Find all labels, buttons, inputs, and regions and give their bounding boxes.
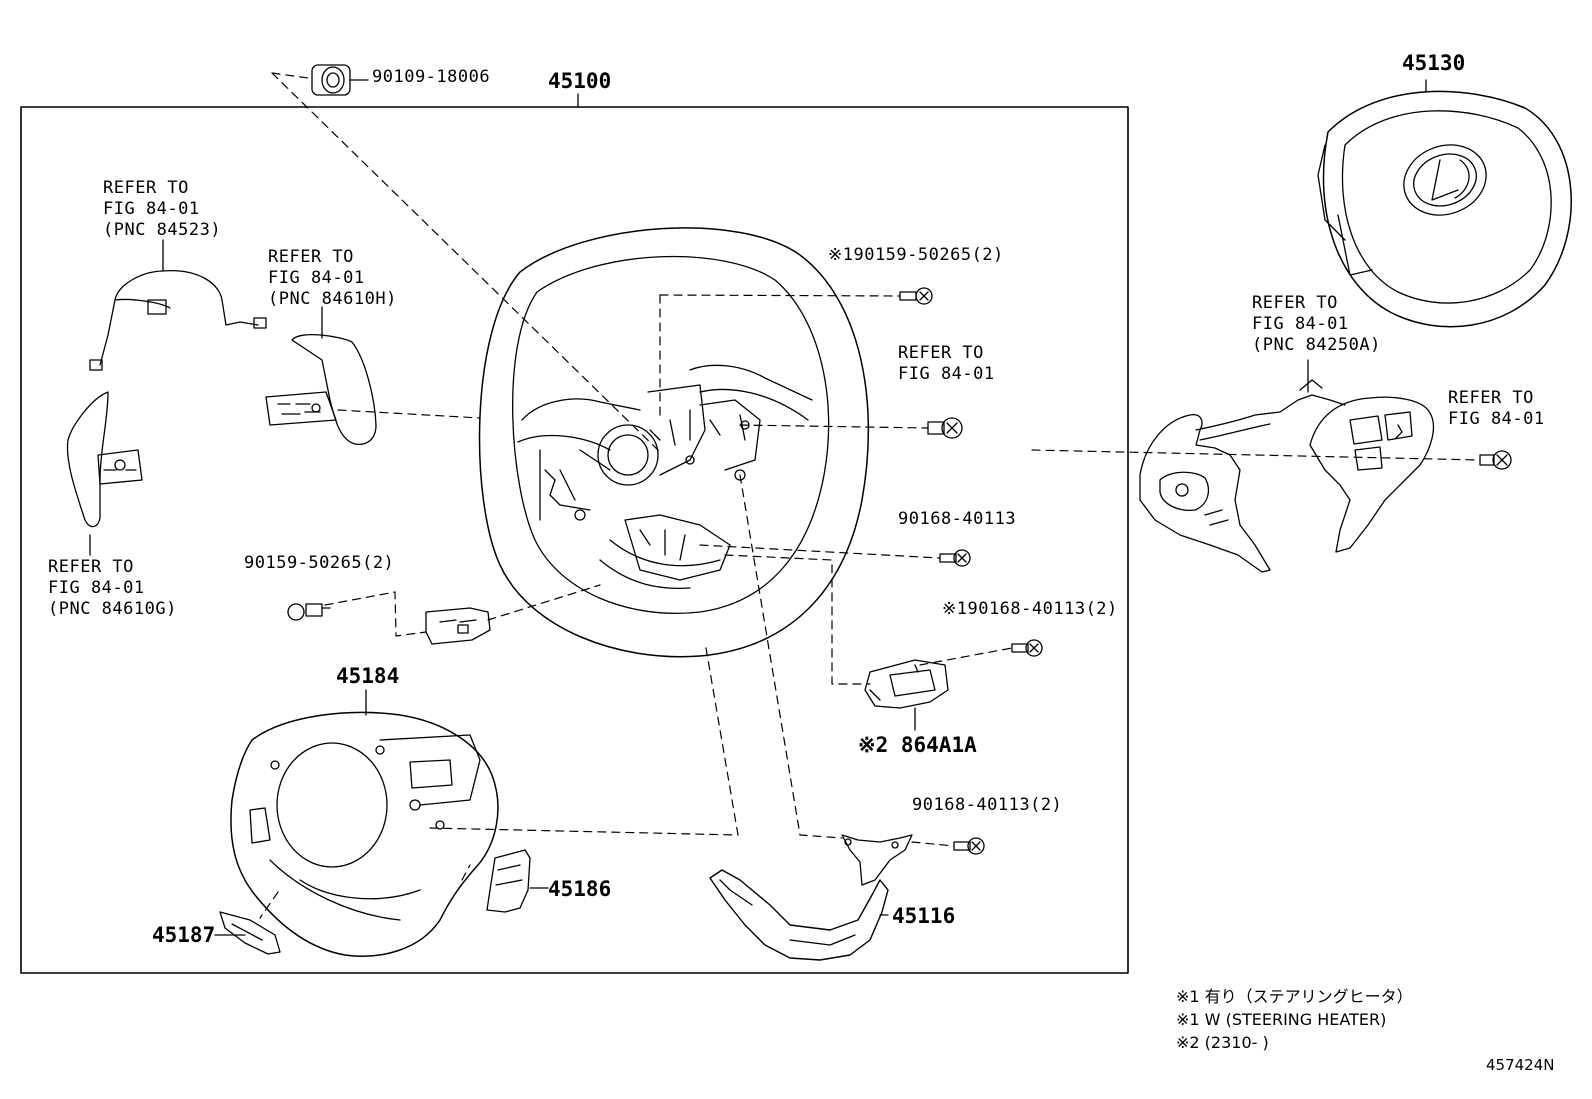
screw-icon — [899, 287, 933, 305]
part-label-switch: ※2 864A1A — [858, 733, 977, 757]
part-label-screw-c: 90159-50265(2) — [244, 553, 395, 573]
bracket-small — [425, 607, 491, 645]
cover-piece-45186 — [486, 849, 549, 913]
bolt-icon — [927, 417, 963, 439]
note-2: ※1 W (STEERING HEATER) — [1176, 1010, 1387, 1029]
cover-45184 — [230, 711, 499, 957]
note-1: ※1 有り（ステアリングヒータ） — [1176, 987, 1413, 1006]
part-label-screw-e: 90168-40113(2) — [912, 795, 1063, 815]
part-label-assembly: 45100 — [548, 69, 612, 93]
bolt-icon — [287, 603, 331, 621]
part-label-lower-cover: 45116 — [892, 904, 956, 928]
part-label-cover-small: 45186 — [548, 877, 612, 901]
lower-cover-45116 — [709, 834, 913, 961]
paddle-left — [66, 391, 143, 528]
screw-icon — [1011, 639, 1043, 657]
screw-icon — [939, 549, 971, 567]
trim-45187 — [219, 911, 281, 955]
part-label-cover: 45184 — [336, 664, 400, 688]
part-label-airbag: 45130 — [1402, 51, 1466, 75]
steering-wheel — [478, 227, 870, 658]
paddle-right — [265, 334, 377, 446]
harness — [89, 270, 267, 371]
nut-icon — [311, 64, 369, 96]
part-label-nut: 90109-18006 — [372, 67, 491, 87]
part-label-screw-d: ※190168-40113(2) — [942, 599, 1118, 619]
bolt-icon — [1479, 450, 1512, 470]
figure-id: 457424N — [1486, 1056, 1555, 1074]
part-label-cover-trim: 45187 — [152, 923, 216, 947]
airbag — [1317, 79, 1572, 328]
switch-assy — [1139, 379, 1435, 573]
screw-icon — [953, 837, 985, 855]
switch-864A1A — [864, 659, 949, 709]
assembly-frame — [20, 106, 1129, 974]
part-label-screw-b: 90168-40113 — [898, 509, 1017, 529]
part-label-screw-a: ※190159-50265(2) — [828, 245, 1004, 265]
note-3: ※2 (2310- ) — [1176, 1033, 1269, 1052]
